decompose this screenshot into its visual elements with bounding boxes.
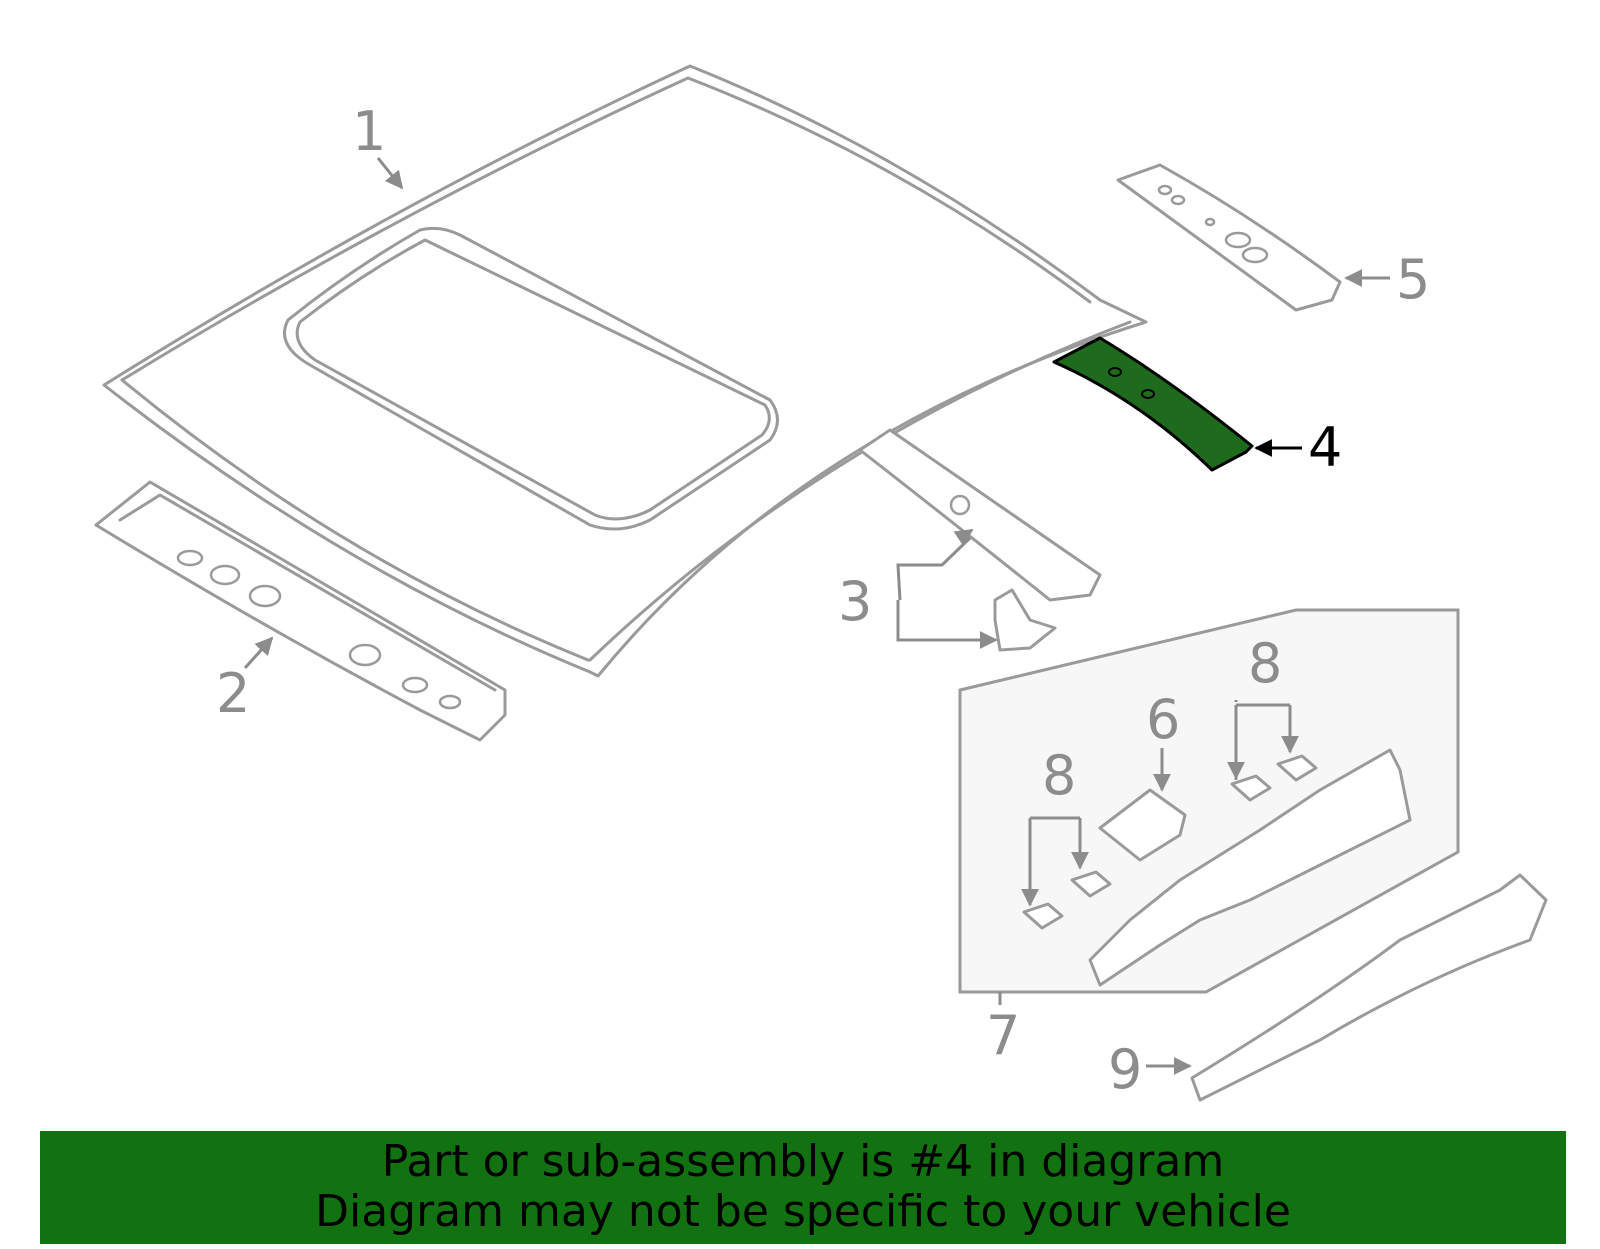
- callout-9[interactable]: 9: [1108, 1038, 1142, 1101]
- roof-bow-part-3[interactable]: [858, 428, 1102, 652]
- rail-part-9[interactable]: [1190, 873, 1548, 1102]
- callout-7[interactable]: 7: [986, 1004, 1020, 1067]
- callout-3[interactable]: 3: [838, 570, 872, 633]
- leader-lines: [243, 157, 1390, 1075]
- callout-8-lower[interactable]: 8: [1042, 744, 1076, 807]
- callout-5[interactable]: 5: [1396, 248, 1430, 311]
- front-header-part-2[interactable]: [94, 480, 507, 742]
- callout-1[interactable]: 1: [352, 100, 386, 163]
- callout-4[interactable]: 4: [1308, 416, 1342, 479]
- banner-line-2: Diagram may not be specific to your vehi…: [315, 1186, 1291, 1237]
- callout-labels: 1 2 3 4 5 6 7 8 8 9: [216, 100, 1430, 1101]
- roof-panel-part-1[interactable]: [102, 64, 1148, 678]
- side-rail-inset-part-7[interactable]: [958, 608, 1460, 994]
- callout-8-upper[interactable]: 8: [1248, 632, 1282, 695]
- info-banner: Part or sub-assembly is #4 in diagram Di…: [40, 1131, 1566, 1244]
- banner-line-1: Part or sub-assembly is #4 in diagram: [381, 1136, 1225, 1187]
- roof-bow-part-4[interactable]: [1052, 336, 1254, 472]
- callout-2[interactable]: 2: [216, 662, 250, 725]
- rear-header-part-5[interactable]: [1116, 163, 1342, 312]
- callout-6[interactable]: 6: [1146, 688, 1180, 751]
